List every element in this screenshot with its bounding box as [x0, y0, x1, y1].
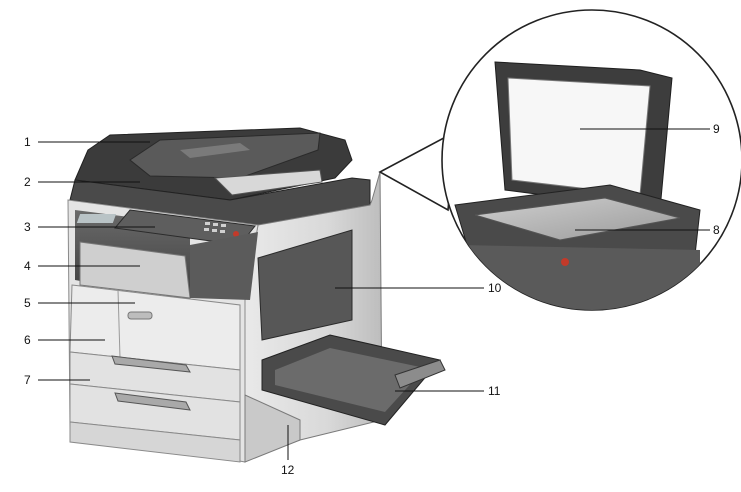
control-panel-display: [76, 214, 117, 223]
callout-10: 10: [488, 281, 502, 295]
exposure-glass: [474, 197, 681, 241]
control-panel-keys: [204, 222, 226, 233]
callout-11: 11: [488, 384, 501, 398]
platen-cover-sheet: [507, 77, 651, 196]
callout-4: 4: [24, 259, 31, 273]
copier-lower-side: [244, 394, 301, 463]
callout-2: 2: [24, 175, 31, 189]
side-dark-panel: [190, 232, 258, 300]
callout-labels: 1 2 3 4 5 6 7 8 9 10 11 12: [24, 122, 720, 477]
start-key: [233, 231, 239, 237]
bypass-tray-paper: [275, 348, 425, 412]
adf-paper-guide: [180, 143, 250, 158]
callout-3: 3: [24, 220, 31, 234]
adf-exit-tray: [213, 169, 323, 196]
front-cover-handle: [127, 311, 153, 320]
magnified-view: [378, 9, 741, 311]
callout-8: 8: [713, 223, 720, 237]
tray-2-handle: [114, 392, 191, 411]
magnified-start-key: [561, 258, 569, 266]
callout-7: 7: [24, 373, 31, 387]
adf-tray: [129, 132, 321, 179]
copier-base: [69, 421, 241, 463]
callout-5: 5: [24, 296, 31, 310]
callouts: [38, 128, 710, 460]
callout-6: 6: [24, 333, 31, 347]
callout-12: 12: [281, 463, 295, 477]
callout-1: 1: [24, 135, 31, 149]
bypass-extender: [394, 359, 446, 389]
callout-9: 9: [713, 122, 720, 136]
copier-illustration: [67, 127, 446, 463]
tray-1-handle: [111, 355, 191, 373]
right-cover: [257, 229, 353, 341]
front-cover-divider: [117, 289, 121, 359]
